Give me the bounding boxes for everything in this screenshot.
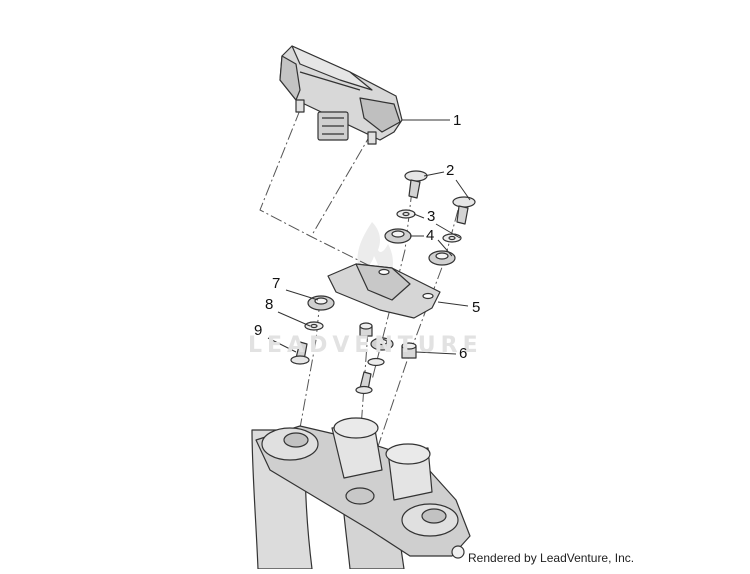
center-hardware — [355, 322, 394, 395]
callout-6: 6 — [459, 345, 468, 362]
instrument-cluster — [279, 45, 403, 145]
screw-2-right — [452, 196, 476, 225]
leader-lines — [267, 119, 471, 355]
bolt-9 — [290, 341, 310, 365]
callout-1: 1 — [453, 112, 462, 129]
spacer-6 — [401, 342, 417, 359]
render-credit: Rendered by LeadVenture, Inc. — [468, 551, 635, 565]
callout-3: 3 — [427, 208, 436, 225]
fork-triple-clamp — [251, 417, 471, 570]
washer-3-right — [442, 233, 462, 243]
callout-9: 9 — [254, 322, 263, 339]
grommet-4-left — [384, 228, 412, 244]
washer-3-left — [396, 209, 416, 219]
mounting-bracket — [327, 263, 441, 319]
screw-2-left — [404, 170, 428, 199]
washer-8 — [304, 321, 324, 331]
callout-2: 2 — [446, 162, 455, 179]
callout-4: 4 — [426, 227, 435, 244]
watermark-text: LEADVENTURE — [248, 333, 483, 358]
callout-5: 5 — [472, 299, 481, 316]
callout-7: 7 — [272, 275, 281, 292]
grommet-4-right — [428, 250, 456, 266]
callout-8: 8 — [265, 296, 274, 313]
